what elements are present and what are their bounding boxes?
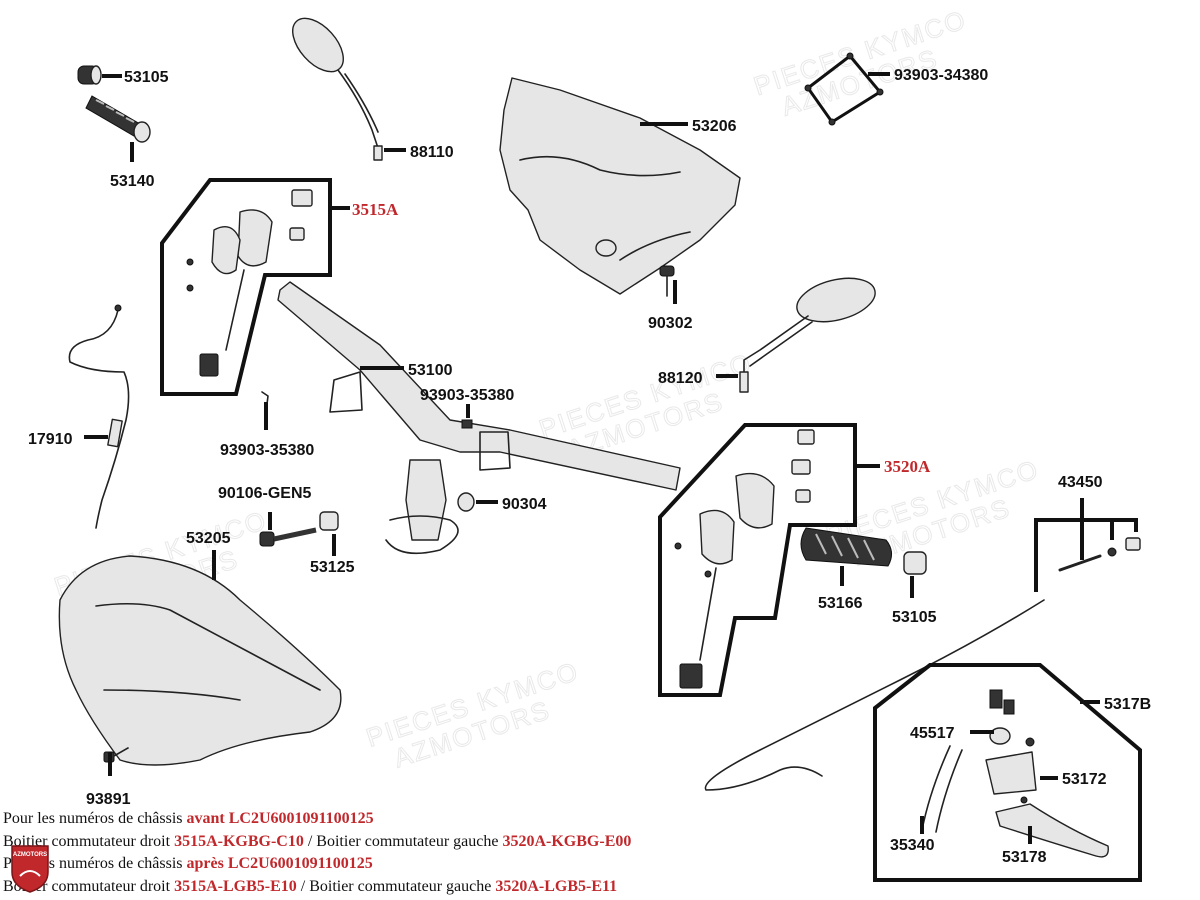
part-53105-grip-end-right[interactable] xyxy=(903,551,927,575)
part-3520A-switch[interactable] xyxy=(674,429,815,689)
label-53166: 53166 xyxy=(818,595,863,612)
group-3515A-frame xyxy=(160,178,332,396)
label-5317B: 5317B xyxy=(1104,696,1151,713)
part-88120-mirror[interactable] xyxy=(739,271,880,393)
part-88110-mirror[interactable] xyxy=(283,9,383,161)
label-88110: 88110 xyxy=(410,144,454,161)
label-53125: 53125 xyxy=(310,559,355,576)
leader-43450 xyxy=(1034,498,1138,592)
label-53105: 53105 xyxy=(124,69,169,86)
label-53172: 53172 xyxy=(1062,771,1107,788)
part-53166-grip[interactable] xyxy=(800,527,892,567)
part-93903-35380-bolt[interactable] xyxy=(461,419,473,429)
label-90302: 90302 xyxy=(648,315,693,332)
note-line-2: Boitier commutateur droit 3515A-KGBG-C10… xyxy=(3,832,632,850)
label-17910: 17910 xyxy=(28,431,73,448)
part-53206-handle-cover[interactable] xyxy=(499,77,741,295)
label-45517: 45517 xyxy=(910,725,955,742)
label-3515A: 3515A xyxy=(352,200,399,219)
azmotors-logo-icon: AZMOTORS xyxy=(11,845,49,893)
part-53205-front-cover[interactable] xyxy=(58,555,342,766)
label-93903-35380-upper: 93903-35380 xyxy=(420,387,514,404)
part-93903-34380-bracket[interactable] xyxy=(804,52,884,126)
part-53140-grip[interactable] xyxy=(85,95,151,143)
label-93903-34380: 93903-34380 xyxy=(894,67,988,84)
group-3520A-frame xyxy=(658,423,857,697)
note-line-4: Boitier commutateur droit 3515A-LGB5-E10… xyxy=(3,877,618,895)
label-53100: 53100 xyxy=(408,362,453,379)
label-90304: 90304 xyxy=(502,496,547,513)
part-5317B-lever-assembly[interactable] xyxy=(921,689,1109,858)
note-line-1: Pour les numéros de châssis avant LC2U60… xyxy=(3,810,374,827)
label-3520A: 3520A xyxy=(884,457,931,476)
group-5317B-frame xyxy=(873,663,1142,882)
label-53105-right: 53105 xyxy=(892,609,937,626)
part-53125-collar[interactable] xyxy=(319,511,339,531)
label-35340: 35340 xyxy=(890,837,935,854)
label-53140: 53140 xyxy=(110,173,155,190)
part-43450-throttle-cable[interactable] xyxy=(704,537,1141,791)
part-53100-handlebar[interactable] xyxy=(277,281,681,555)
part-53105-grip-end[interactable] xyxy=(77,65,102,85)
label-53206: 53206 xyxy=(692,118,737,135)
part-3515A-switch[interactable] xyxy=(186,189,313,377)
label-43450: 43450 xyxy=(1058,474,1103,491)
label-90106-GEN5: 90106-GEN5 xyxy=(218,485,311,502)
part-17910-cable[interactable] xyxy=(68,304,130,529)
note-line-3: Pour les numéros de châssis après LC2U60… xyxy=(3,855,373,872)
part-90302-screw[interactable] xyxy=(659,265,675,297)
label-93903-35380-lower: 93903-35380 xyxy=(220,442,314,459)
label-88120: 88120 xyxy=(658,370,703,387)
svg-text:AZMOTORS: AZMOTORS xyxy=(13,852,47,858)
label-53178: 53178 xyxy=(1002,849,1047,866)
chassis-notes: Pour les numéros de châssis avant LC2U60… xyxy=(3,808,631,898)
label-53205: 53205 xyxy=(186,530,231,547)
label-93891: 93891 xyxy=(86,791,131,808)
part-90304-nut[interactable] xyxy=(457,492,475,512)
part-90106-GEN5-bolt[interactable] xyxy=(259,527,317,547)
